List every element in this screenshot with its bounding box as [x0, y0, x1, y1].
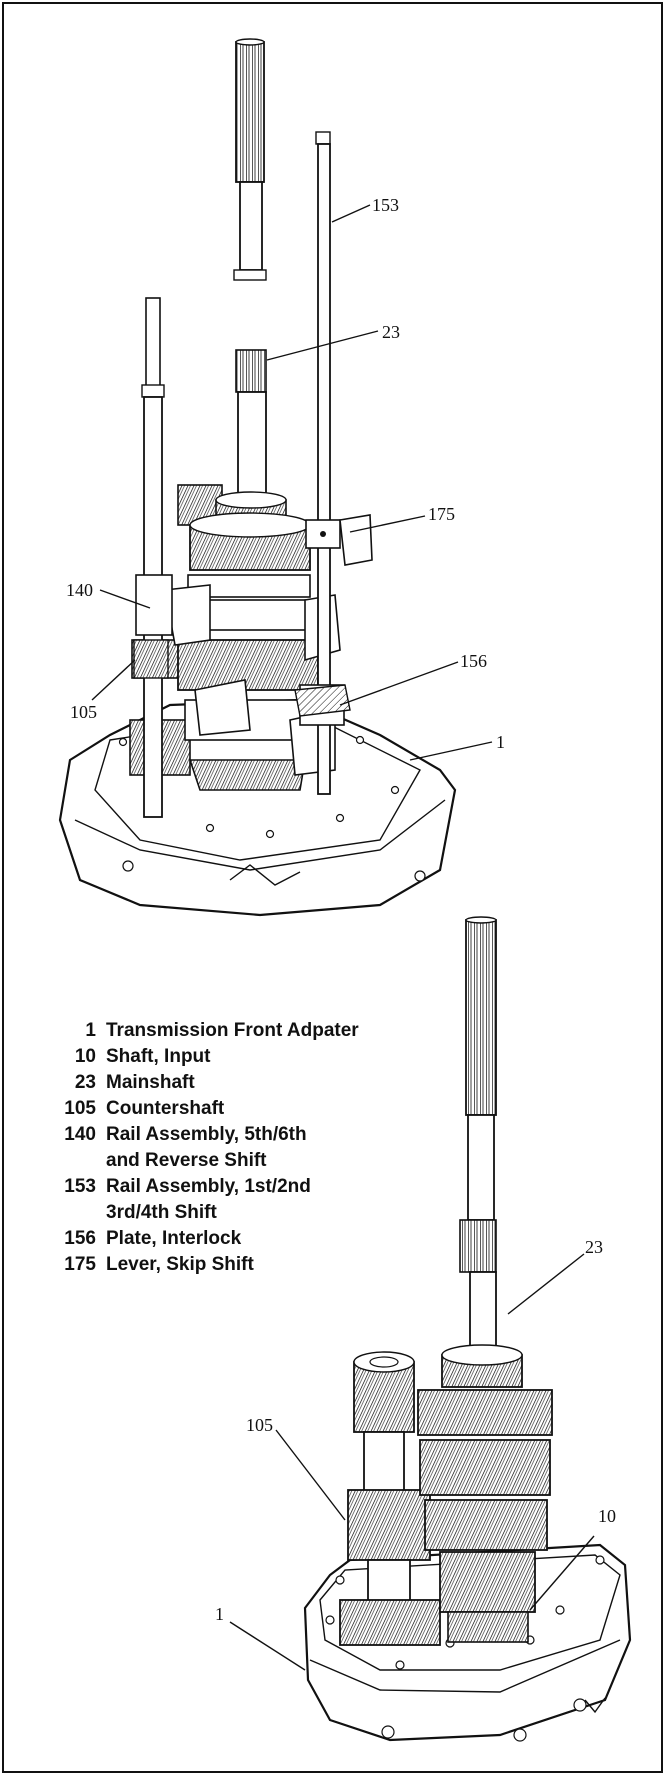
legend-label: Rail Assembly, 5th/6th: [106, 1124, 307, 1145]
bottom-callout-23: 23: [585, 1237, 603, 1257]
parts-legend: 1 Transmission Front Adpater 10 Shaft, I…: [40, 1018, 420, 1278]
bottom-countershaft: [339, 1351, 441, 1646]
legend-row: 1 Transmission Front Adpater: [40, 1018, 420, 1044]
bottom-leader-lines: [229, 1253, 595, 1671]
bottom-main-gear-stack: [417, 1344, 553, 1643]
legend-label: Mainshaft: [106, 1072, 195, 1093]
top-callout-140: 140: [66, 580, 93, 600]
legend-label: Transmission Front Adpater: [106, 1020, 359, 1041]
legend-label: Plate, Interlock: [106, 1228, 242, 1249]
legend-label-continuation: and Reverse Shift: [106, 1150, 267, 1171]
legend-number: 156: [64, 1228, 96, 1249]
bottom-callout-105: 105: [246, 1415, 273, 1435]
top-assembly: 153 23 175 140 156 105 1: [58, 38, 505, 917]
top-callout-156: 156: [460, 651, 487, 671]
legend-row: 175 Lever, Skip Shift: [40, 1252, 420, 1278]
top-callout-175: 175: [428, 504, 455, 524]
legend-number: 23: [74, 1072, 96, 1093]
top-callout-153: 153: [372, 195, 399, 215]
bottom-callout-10: 10: [598, 1506, 616, 1526]
top-callout-105: 105: [70, 702, 97, 722]
legend-number: 175: [64, 1254, 96, 1275]
legend-label: Countershaft: [106, 1098, 225, 1119]
top-rail-140: [133, 297, 173, 818]
legend-row-continuation: and Reverse Shift: [40, 1148, 420, 1174]
bottom-callout-1: 1: [215, 1604, 224, 1624]
top-skip-shift-lever: [339, 514, 373, 566]
legend-label: Shaft, Input: [106, 1046, 211, 1067]
top-interlock-plate: [294, 684, 351, 717]
legend-row: 23 Mainshaft: [40, 1070, 420, 1096]
top-mainshaft: [233, 38, 267, 503]
bottom-mainshaft: [459, 916, 497, 1355]
legend-row: 156 Plate, Interlock: [40, 1226, 420, 1252]
legend-row: 105 Countershaft: [40, 1096, 420, 1122]
legend-label: Rail Assembly, 1st/2nd: [106, 1176, 311, 1197]
bottom-assembly: 23 105 10 1: [215, 916, 632, 1742]
legend-label: Lever, Skip Shift: [106, 1254, 254, 1275]
legend-row-continuation: 3rd/4th Shift: [40, 1200, 420, 1226]
top-leader-lines: [91, 204, 493, 761]
legend-label-continuation: 3rd/4th Shift: [106, 1202, 217, 1223]
top-callout-23: 23: [382, 322, 400, 342]
legend-row: 153 Rail Assembly, 1st/2nd: [40, 1174, 420, 1200]
top-callout-1: 1: [496, 732, 505, 752]
legend-number: 140: [64, 1124, 96, 1145]
legend-number: 10: [74, 1046, 96, 1067]
legend-number: 1: [85, 1020, 96, 1041]
legend-row: 10 Shaft, Input: [40, 1044, 420, 1070]
legend-number: 105: [64, 1098, 96, 1119]
legend-row: 140 Rail Assembly, 5th/6th: [40, 1122, 420, 1148]
legend-number: 153: [64, 1176, 96, 1197]
